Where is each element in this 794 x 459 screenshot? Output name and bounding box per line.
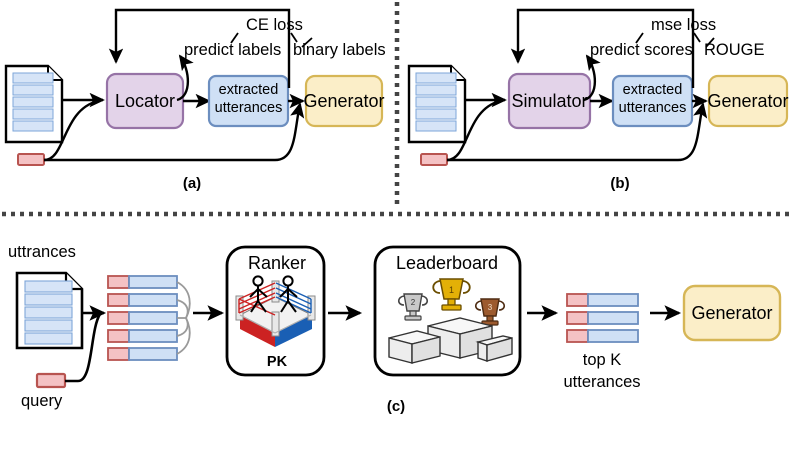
locator-label: Locator [114,91,176,111]
extracted-utterances-label-a-line2: utterances [214,100,283,116]
query-chip-c [35,372,67,389]
rouge-label: ROUGE [704,41,765,59]
stick-figure [279,275,298,313]
generator-box-b[interactable] [707,74,789,128]
ranker-title: Ranker [247,253,307,273]
topk-label-line1: top K [582,351,622,369]
query-chip-b [420,153,448,166]
simulator-label: Simulator [511,91,588,111]
panel-a-graphics [4,8,384,166]
predict-labels-label: predict labels [184,41,282,59]
mse-loss-label: mse loss [651,16,717,34]
stick-figure [249,275,268,313]
topk-row [566,311,639,325]
pair-row [107,275,178,289]
extracted-utterances-label-b-line2: utterances [618,100,687,116]
topk-row [566,293,639,307]
pair-row [107,293,178,307]
query-label: query [21,392,63,410]
binary-labels-label: binary labels [293,41,386,59]
document-icon-c [15,271,84,350]
generator-label-a: Generator [303,91,385,111]
panel-a-tag: (a) [182,175,202,192]
query-chip-a [17,153,45,166]
svg-text:1: 1 [449,285,454,295]
uttrances-label: uttrances [8,243,76,261]
svg-text:3: 3 [488,303,493,312]
document-icon-a [4,64,64,144]
generator-label-b: Generator [707,91,789,111]
trophy-bronze: 3 [474,298,506,326]
svg-text:2: 2 [411,298,416,307]
panel-c-graphics: 2 1 3 [15,245,782,389]
panel-b-tag: (b) [610,175,630,192]
trophy-gold: 1 [432,278,471,311]
ce-loss-label: CE loss [246,16,303,34]
podium-trophies-icon: 2 1 3 [388,278,513,364]
leaderboard-title: Leaderboard [395,253,499,273]
pair-row [107,329,178,343]
extracted-utterances-label-b-line1: extracted [622,82,683,98]
pair-row [107,347,178,361]
topk-label-line2: utterances [563,373,641,391]
panel-b-graphics [407,8,789,166]
topk-row-list [566,293,639,343]
pair-row-list [107,275,178,361]
extracted-utterances-label-a-line1: extracted [218,82,279,98]
trophy-silver: 2 [397,293,429,321]
predict-scores-label: predict scores [590,41,693,59]
fan-lines [176,281,191,355]
ranker-caption-pk: PK [266,354,288,370]
panel-c-tag: (c) [386,398,406,415]
topk-row [566,329,639,343]
generator-box-a[interactable] [304,74,384,128]
pair-row [107,311,178,325]
boxing-ring-icon [235,275,316,347]
generator-label-c: Generator [691,303,773,323]
generator-box-c[interactable] [682,284,782,342]
document-icon-b [407,64,467,144]
